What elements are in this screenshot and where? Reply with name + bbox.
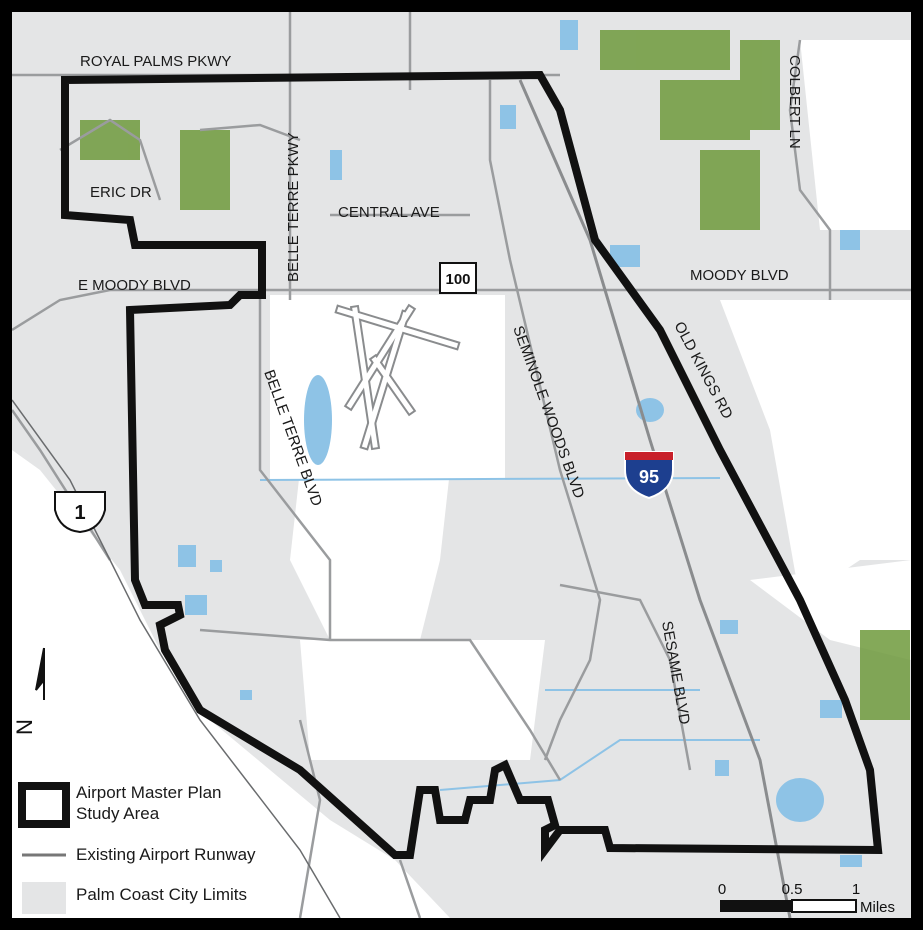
scale-bar: 0 0.5 1 Miles xyxy=(718,881,895,916)
legend-symbols xyxy=(18,782,70,914)
legend-runway-label: Existing Airport Runway xyxy=(76,845,256,864)
legend-study-area-label: Airport Master Plan Study Area xyxy=(76,782,222,824)
scale-tick-0-5: 0.5 xyxy=(782,881,803,898)
legend-study-area-line2: Study Area xyxy=(76,804,160,823)
sr-100-shield: 100 xyxy=(439,262,477,294)
rail-line xyxy=(12,399,341,918)
legend-study-area-swatch xyxy=(18,782,70,828)
interstate-95 xyxy=(518,79,792,918)
study-area-boundary xyxy=(61,70,883,862)
us-1-shield: 1 xyxy=(54,491,106,534)
label-e-moody-blvd: E MOODY BLVD xyxy=(78,277,191,294)
north-label: N xyxy=(12,719,37,735)
label-belle-terre-pkwy: BELLE TERRE PKWY xyxy=(285,132,302,282)
water-bodies xyxy=(178,20,862,867)
scale-tick-1: 1 xyxy=(852,881,860,898)
scale-unit: Miles xyxy=(860,899,895,916)
north-arrow: N xyxy=(12,647,45,735)
legend-study-area-line1: Airport Master Plan xyxy=(76,783,222,802)
us-1-label: 1 xyxy=(74,502,85,524)
label-colbert-ln: COLBERT LN xyxy=(786,55,803,149)
airport-runways-inner xyxy=(336,306,459,449)
scale-tick-0: 0 xyxy=(718,881,726,898)
map-canvas: ROYAL PALMS PKWY COLBERT LN BELLE TERRE … xyxy=(12,12,911,918)
i-95-label: 95 xyxy=(639,467,659,487)
label-central-ave: CENTRAL AVE xyxy=(338,204,440,221)
legend-city-limits-label: Palm Coast City Limits xyxy=(76,885,247,904)
label-royal-palms-pkwy: ROYAL PALMS PKWY xyxy=(80,53,231,70)
sr-100-label: 100 xyxy=(445,271,470,288)
map-svg: ROYAL PALMS PKWY COLBERT LN BELLE TERRE … xyxy=(12,12,911,918)
i-95-shield: 95 xyxy=(624,451,674,500)
legend-city-limits-swatch xyxy=(22,882,66,914)
vegetation xyxy=(80,30,910,720)
label-eric-dr: ERIC DR xyxy=(90,184,152,201)
label-moody-blvd: MOODY BLVD xyxy=(690,267,789,284)
